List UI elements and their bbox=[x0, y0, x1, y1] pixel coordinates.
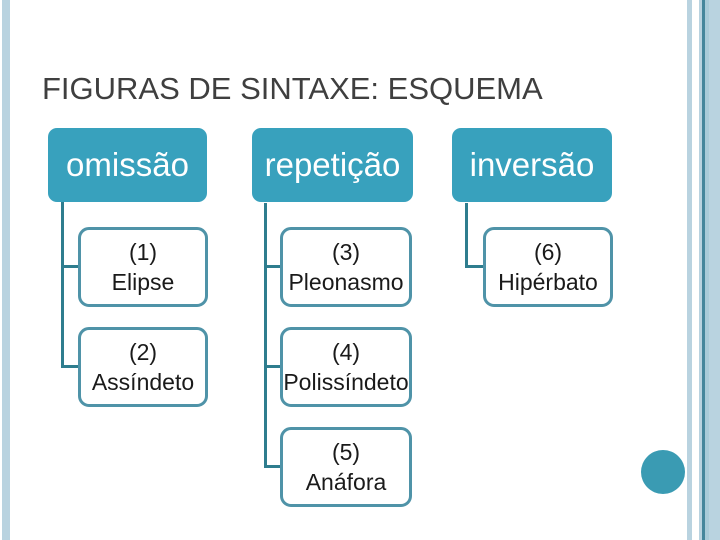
node-number: (4) bbox=[331, 339, 361, 365]
node-number: (6) bbox=[533, 239, 563, 265]
diagram-node-omissao: omissão bbox=[48, 128, 207, 202]
right-edge-stripe bbox=[687, 0, 692, 540]
diagram-node-polissindeto: (4) Polissíndeto bbox=[280, 327, 412, 407]
diagram-node-anafora: (5) Anáfora bbox=[280, 427, 412, 507]
right-edge-stripe bbox=[709, 0, 720, 540]
diagram-node-repeticao: repetição bbox=[252, 128, 413, 202]
diagram-node-inversao: inversão bbox=[452, 128, 612, 202]
node-name: Hipérbato bbox=[498, 269, 598, 295]
diagram-node-pleonasmo: (3) Pleonasmo bbox=[280, 227, 412, 307]
slide-title: FIGURAS DE SINTAXE: ESQUEMA bbox=[42, 71, 543, 106]
node-number: (2) bbox=[128, 339, 158, 365]
connector-line bbox=[264, 265, 280, 268]
connector-line bbox=[264, 465, 280, 468]
right-edge-stripe bbox=[699, 0, 702, 540]
connector-line bbox=[465, 203, 468, 268]
node-name: Elipse bbox=[111, 269, 175, 295]
node-name: Assíndeto bbox=[91, 369, 195, 395]
accent-circle bbox=[641, 450, 685, 494]
right-edge-stripe bbox=[705, 0, 709, 540]
connector-line bbox=[264, 203, 267, 468]
node-name: Pleonasmo bbox=[288, 269, 404, 295]
diagram-node-label: omissão bbox=[66, 146, 189, 183]
diagram-node-elipse: (1) Elipse bbox=[78, 227, 208, 307]
connector-line bbox=[264, 365, 280, 368]
node-name: Polissíndeto bbox=[283, 369, 409, 395]
node-number: (5) bbox=[331, 439, 361, 465]
connector-line bbox=[61, 365, 78, 368]
connector-line bbox=[465, 265, 483, 268]
node-number: (3) bbox=[331, 239, 361, 265]
node-name: Anáfora bbox=[305, 469, 387, 495]
diagram-node-assindeto: (2) Assíndeto bbox=[78, 327, 208, 407]
diagram-node-hiperbato: (6) Hipérbato bbox=[483, 227, 613, 307]
diagram-node-label: repetição bbox=[264, 146, 401, 183]
connector-line bbox=[61, 265, 78, 268]
right-edge-stripe-dark bbox=[702, 0, 705, 540]
connector-line bbox=[61, 202, 64, 368]
node-number: (1) bbox=[128, 239, 158, 265]
diagram-node-label: inversão bbox=[469, 146, 595, 183]
left-edge-stripe bbox=[2, 0, 10, 540]
